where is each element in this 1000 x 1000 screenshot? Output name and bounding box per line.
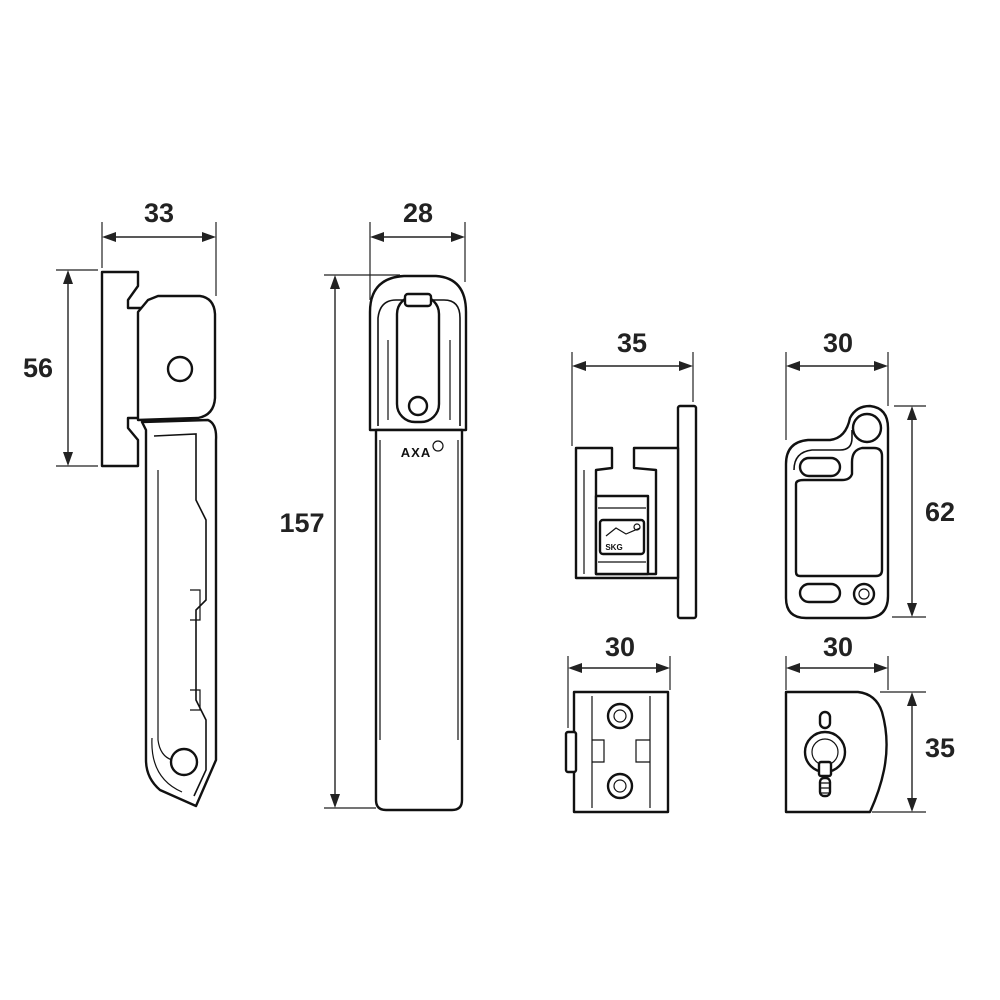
slider-rivet — [407, 395, 429, 417]
dim-keep-side-width: 35 — [617, 328, 647, 358]
keep-body-side — [574, 446, 680, 580]
wedge-tab-left — [592, 739, 605, 763]
wedge-screw-bottom-inner — [613, 779, 627, 793]
dim-handle-side-width: 33 — [144, 198, 174, 228]
lever-notch-upper — [190, 589, 201, 621]
handle-grip-front — [374, 428, 464, 812]
dim-wedge-side-width: 30 — [605, 632, 635, 662]
handle-side-view: 33 56 — [23, 198, 218, 808]
keep-top-screw-hole — [851, 412, 883, 444]
keep-bottom-screw-countersink — [858, 588, 870, 600]
lever-notch-lower — [190, 689, 201, 711]
dim-handle-front-width: 28 — [403, 198, 433, 228]
handle-lever-side — [140, 418, 218, 808]
wedge-lock-key — [817, 760, 833, 778]
skg-badge — [598, 518, 646, 556]
dim-handle-side-height: 56 — [23, 353, 53, 383]
skg-mark-dot — [633, 523, 641, 531]
lever-inner-groove — [157, 470, 173, 761]
wedge-side-tab — [564, 730, 578, 774]
dim-keep-front-height: 62 — [925, 497, 955, 527]
dim-wedge-front-width: 30 — [823, 632, 853, 662]
lever-inner-contour — [153, 433, 207, 797]
keep-latch-pocket — [794, 446, 884, 578]
wedge-side-view: 30 — [564, 632, 671, 814]
dim-handle-front-height: 157 — [279, 508, 324, 538]
wedge-tab-right — [635, 739, 650, 763]
wedge-screw-hole-bottom — [606, 772, 634, 800]
brand-logo: AXA — [401, 445, 431, 460]
wedge-top-slot — [818, 710, 832, 730]
wedge-front-view: 30 35 — [784, 632, 955, 814]
pivot-hole — [166, 355, 194, 383]
wedge-screw-top-inner — [613, 709, 627, 723]
certification-mark: SKG — [605, 543, 622, 552]
dim-keep-front-width: 30 — [823, 328, 853, 358]
slider-top-clip — [403, 292, 433, 308]
keep-bottom-screw-hole — [852, 582, 876, 606]
keep-slot-upper — [798, 456, 842, 478]
keep-side-view: SKG 35 — [571, 328, 698, 620]
lever-tip-button — [169, 747, 199, 777]
keep-back-plate — [676, 404, 698, 620]
wedge-bottom-slot-ridges — [821, 782, 829, 794]
brand-logo-emblem — [432, 440, 444, 452]
skg-mark-roof — [605, 527, 641, 537]
dim-wedge-front-height: 35 — [925, 733, 955, 763]
wedge-screw-hole-top — [606, 702, 634, 730]
keep-inner-outline — [793, 430, 853, 471]
keep-front-view: 30 62 — [784, 328, 955, 620]
handle-front-view: AXA 28 157 — [279, 198, 468, 812]
lever-tip-arc — [151, 737, 183, 793]
keep-slot-lower — [798, 582, 842, 604]
